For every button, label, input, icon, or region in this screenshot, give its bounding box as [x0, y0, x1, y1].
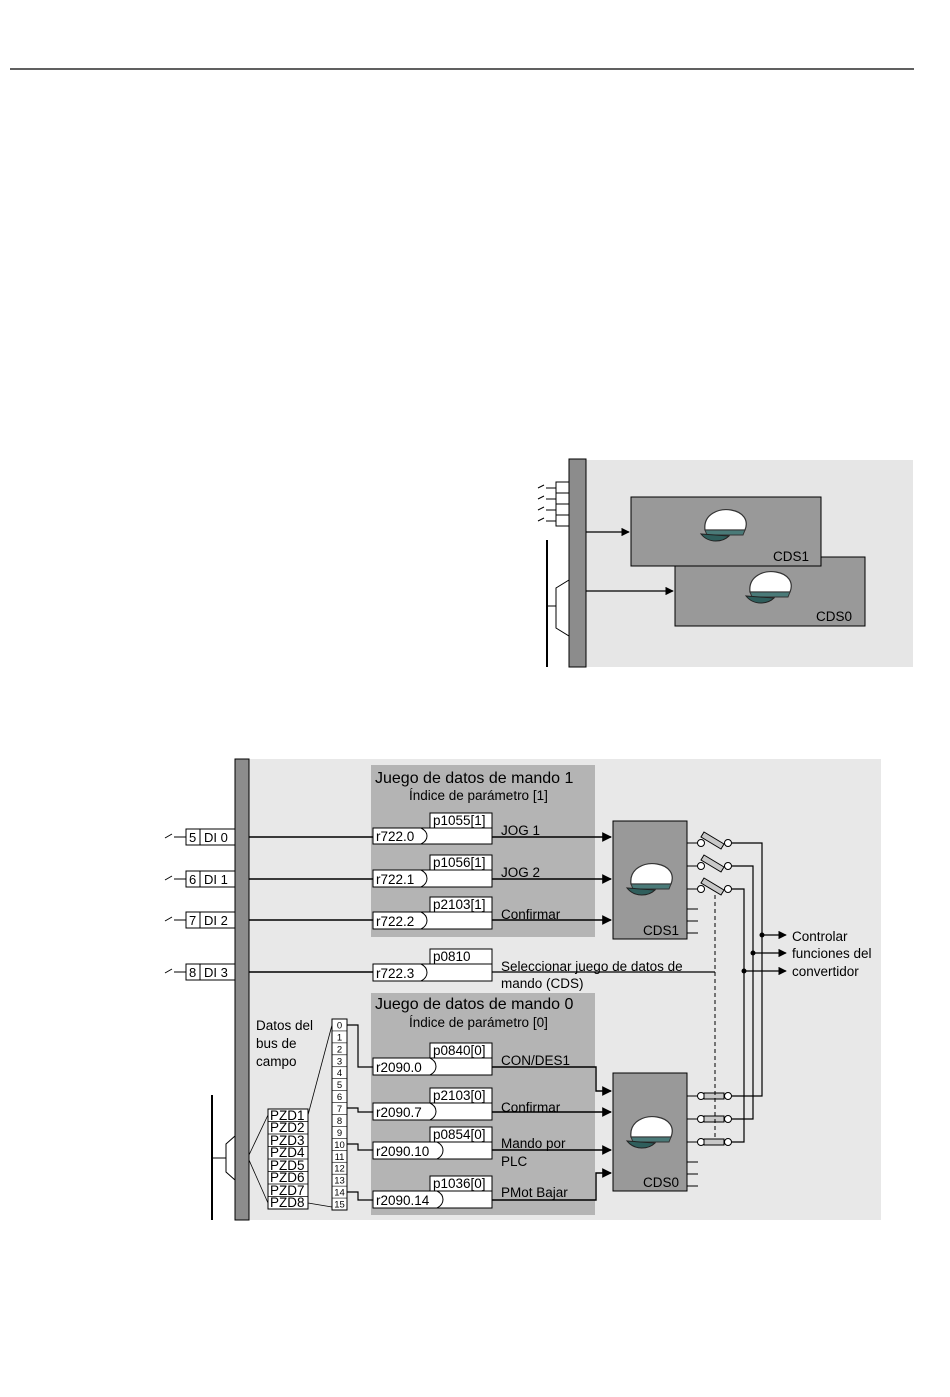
pzd-5: PZD5 [270, 1158, 305, 1173]
bit-label: 11 [335, 1152, 345, 1163]
g1r2-source: r722.2 [376, 914, 414, 929]
g0r0-param: p0840[0] [433, 1043, 486, 1058]
top-bus-bar [568, 458, 587, 668]
bit-label: 4 [337, 1068, 342, 1079]
g0r3-source: r2090.14 [376, 1193, 430, 1208]
bit-label: 2 [337, 1044, 342, 1055]
g1r2-param: p2103[1] [433, 897, 486, 912]
g0r1-param: p2103[0] [433, 1088, 486, 1103]
bit-label: 0 [337, 1020, 342, 1031]
bit-label: 8 [337, 1116, 342, 1127]
top-cds1-label: CDS1 [773, 549, 809, 564]
di1-label: DI 1 [204, 872, 228, 887]
di0-label: DI 0 [204, 830, 228, 845]
pzd-3: PZD3 [270, 1133, 305, 1148]
cds0-label: CDS0 [643, 1175, 679, 1190]
bit-label: 15 [334, 1200, 345, 1211]
fieldbus-label-1: Datos del [256, 1018, 313, 1033]
output-label-2: funciones del [792, 946, 872, 961]
bottom-diagram: Juego de datos de mando 1 Índice de pará… [164, 758, 881, 1221]
select-func-line1: Seleccionar juego de datos de [501, 959, 683, 974]
g0r2-param: p0854[0] [433, 1127, 486, 1142]
di0-num: 5 [189, 830, 196, 845]
top-diagram: CDS1 CDS0 [537, 458, 913, 668]
g0r2-func2: PLC [501, 1154, 528, 1169]
g1r2-func: Confirmar [501, 907, 561, 922]
di2-label: DI 2 [204, 913, 228, 928]
pzd-2: PZD2 [270, 1120, 305, 1135]
di1-num: 6 [189, 872, 196, 887]
fieldbus-label-3: campo [256, 1054, 297, 1069]
cds1-label: CDS1 [643, 923, 679, 938]
select-source: r722.3 [376, 966, 414, 981]
group1-subtitle: Índice de parámetro [1] [409, 788, 548, 803]
output-label-3: convertidor [792, 964, 859, 979]
bit-label: 12 [334, 1164, 345, 1175]
g0r0-source: r2090.0 [376, 1060, 422, 1075]
fieldbus-label-2: bus de [256, 1036, 297, 1051]
bit-label: 9 [337, 1128, 342, 1139]
group0-rows [372, 1042, 493, 1209]
fieldbus-connector [211, 1095, 236, 1220]
bit-label: 5 [337, 1080, 342, 1091]
bit-label: 13 [334, 1176, 345, 1187]
output-label-1: Controlar [792, 929, 848, 944]
pzd-4: PZD4 [270, 1145, 305, 1160]
g1r1-func: JOG 2 [501, 865, 540, 880]
g1r0-param: p1055[1] [433, 813, 486, 828]
bit-label: 3 [337, 1056, 342, 1067]
g0r1-source: r2090.7 [376, 1105, 422, 1120]
g1r0-func: JOG 1 [501, 823, 540, 838]
di2-num: 7 [189, 913, 196, 928]
pzd-7: PZD7 [270, 1183, 305, 1198]
group1-rows [372, 812, 493, 930]
bit-label: 10 [334, 1140, 345, 1151]
pzd-6: PZD6 [270, 1170, 305, 1185]
pzd-1: PZD1 [270, 1108, 305, 1123]
pzd-8: PZD8 [270, 1195, 305, 1210]
group0-subtitle: Índice de parámetro [0] [409, 1015, 548, 1030]
g1r0-source: r722.0 [376, 829, 414, 844]
g0r1-func: Confirmar [501, 1100, 561, 1115]
select-func-line2: mando (CDS) [501, 976, 584, 991]
g0r3-param: p1036[0] [433, 1176, 486, 1191]
g1r1-param: p1056[1] [433, 855, 486, 870]
bit-label: 6 [337, 1092, 342, 1103]
group0-title: Juego de datos de mando 0 [375, 996, 573, 1013]
bottom-bus-bar [234, 758, 250, 1221]
top-cds0-label: CDS0 [816, 609, 852, 624]
bit-label: 14 [334, 1188, 345, 1199]
group1-title: Juego de datos de mando 1 [375, 770, 573, 787]
select-param: p0810 [433, 949, 471, 964]
di3-label: DI 3 [204, 965, 228, 980]
g0r2-source: r2090.10 [376, 1144, 429, 1159]
g0r0-func: CON/DES1 [501, 1053, 570, 1068]
di3-num: 8 [189, 965, 196, 980]
bit-label: 1 [337, 1032, 342, 1043]
g0r2-func: Mando por [501, 1136, 566, 1151]
di-inputs [185, 828, 236, 981]
g0r3-func: PMot Bajar [501, 1185, 568, 1200]
bit-label: 7 [337, 1104, 342, 1115]
g1r1-source: r722.1 [376, 872, 414, 887]
